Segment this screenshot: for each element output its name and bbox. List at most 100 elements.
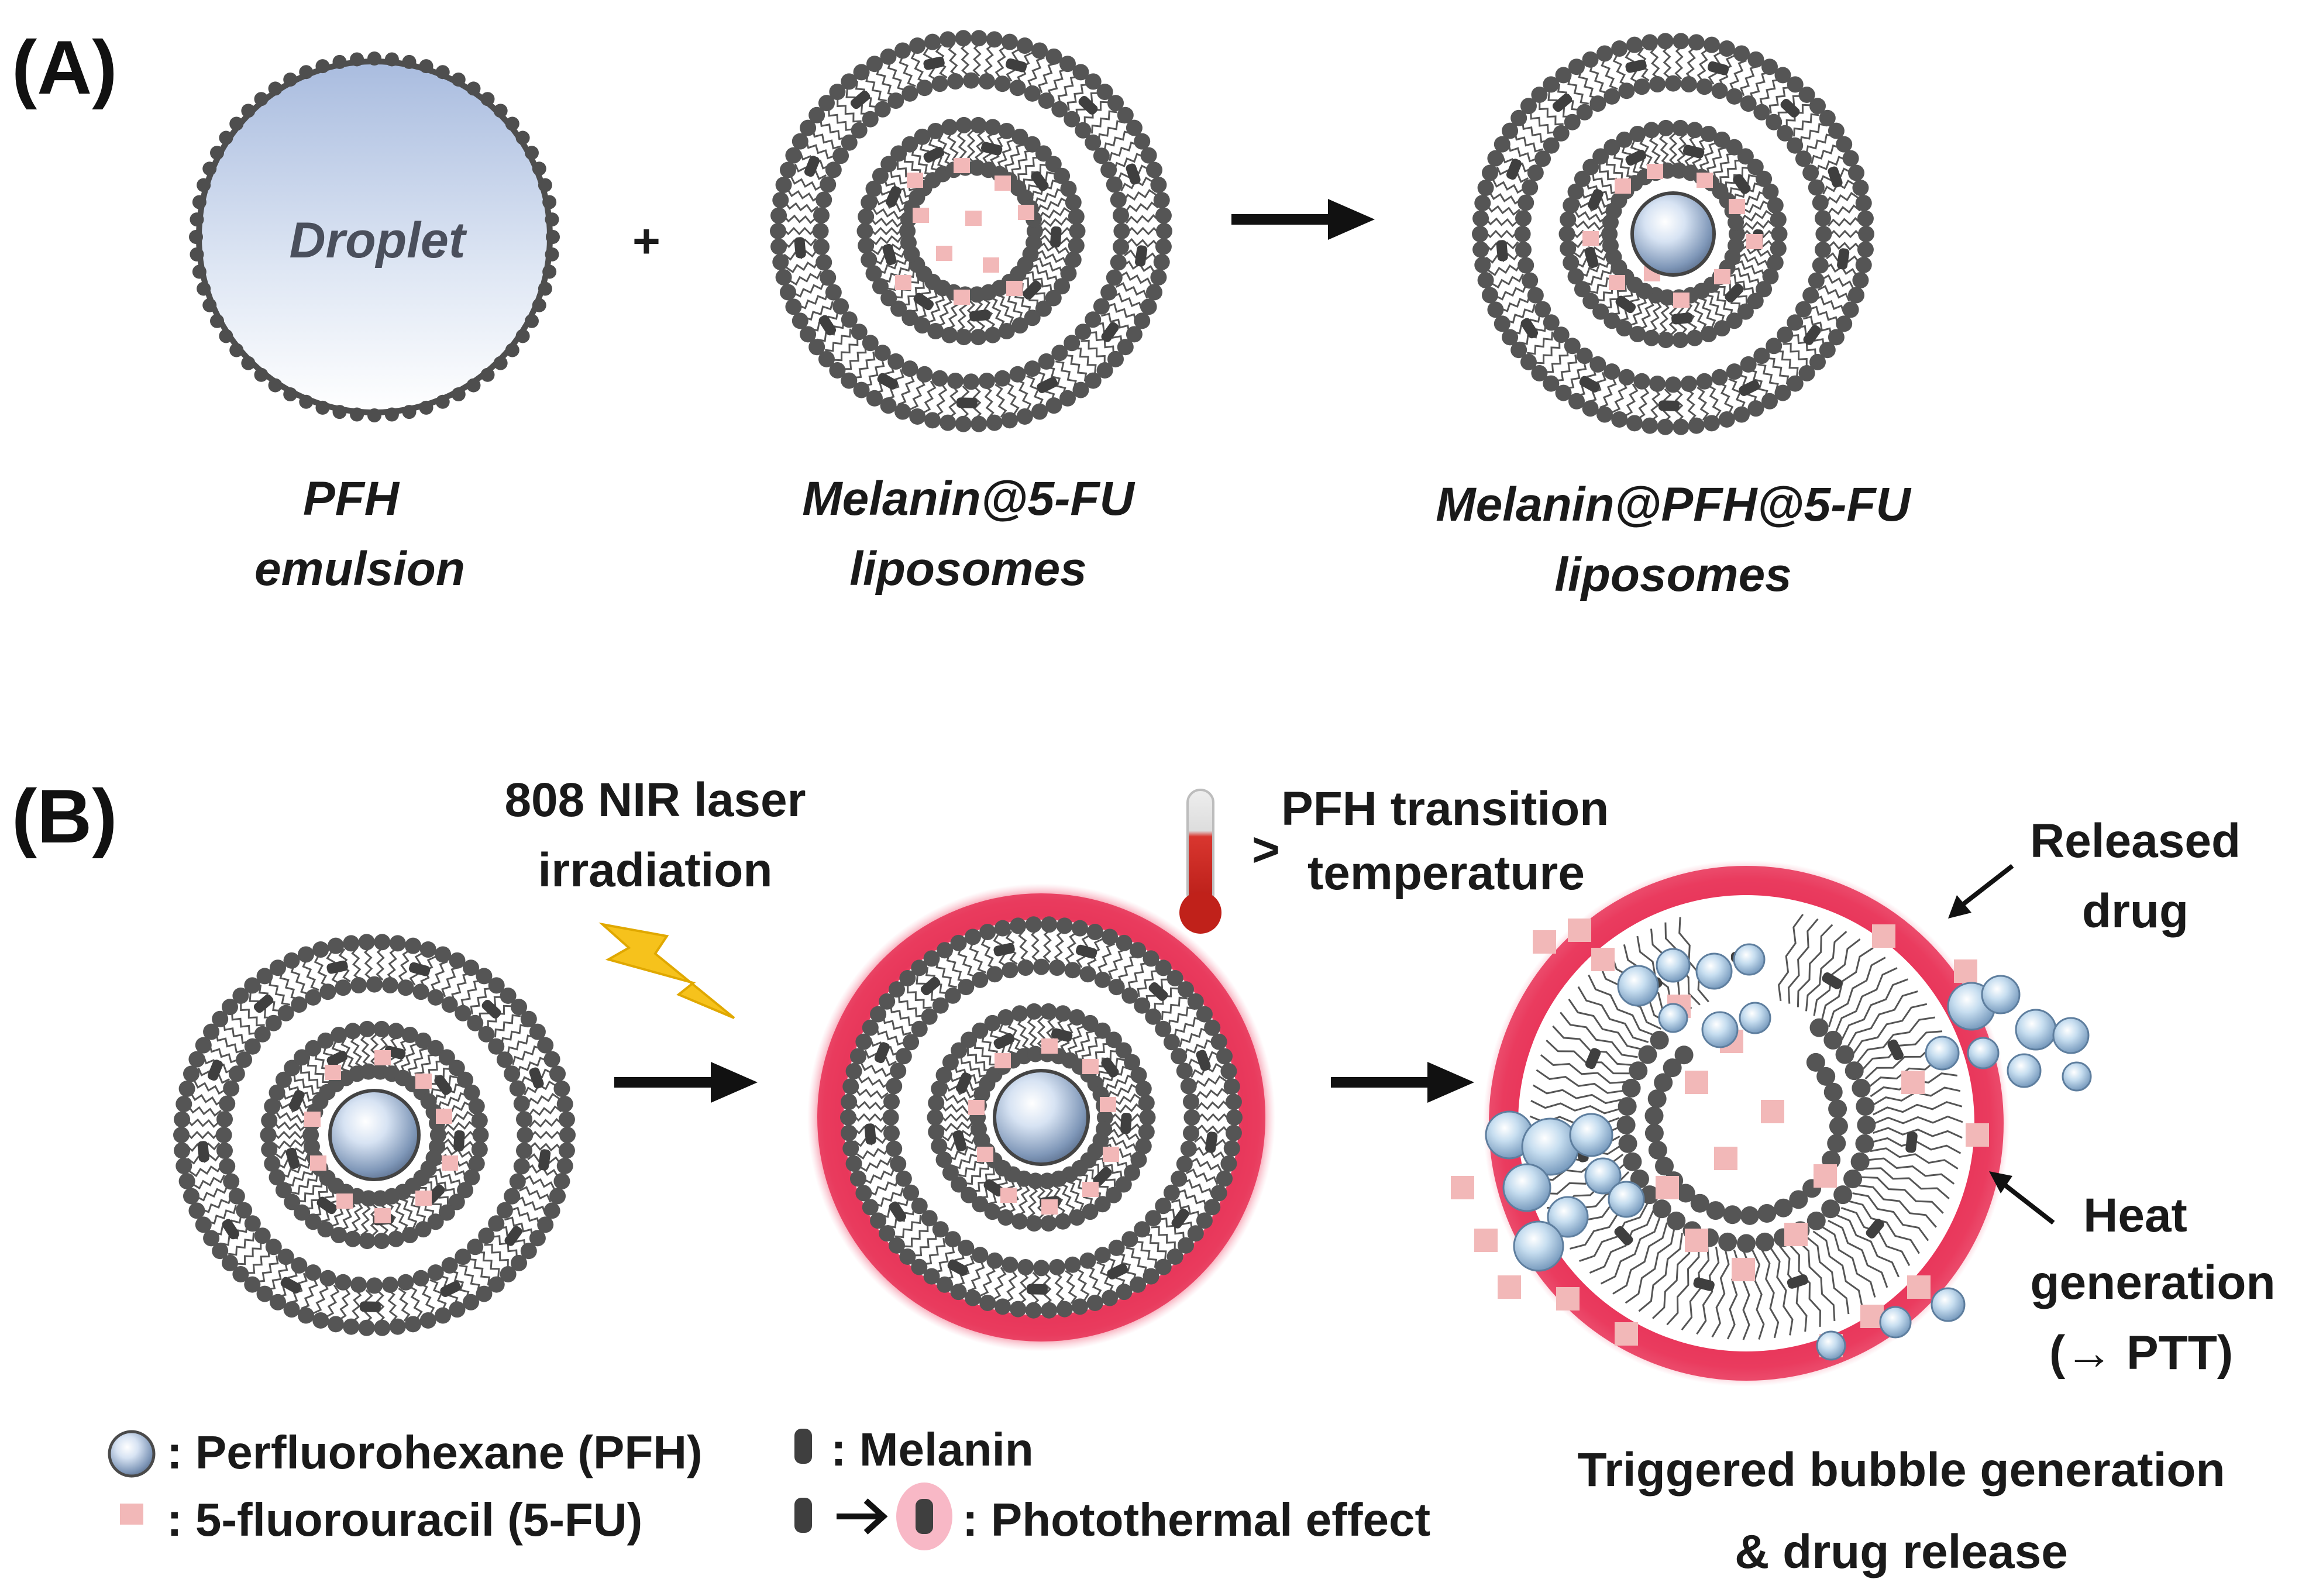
lipid-tail: [805, 139, 836, 160]
lipid-head: [931, 75, 948, 92]
lipid-tail: [1521, 121, 1550, 143]
droplet-edge-bead: [241, 356, 256, 370]
lipid-head: [236, 1202, 253, 1219]
lipid-head: [1520, 353, 1537, 370]
lipid-head: [203, 1230, 220, 1247]
lipid-head: [1633, 78, 1650, 95]
lipid-tail: [1530, 1100, 1620, 1115]
droplet-edge-bead: [384, 52, 399, 67]
droplet-edge-bead: [210, 146, 225, 160]
arrow-right-icon: [1231, 199, 1375, 240]
lipid-head: [815, 254, 832, 271]
lipid-head: [880, 290, 897, 307]
lipid-head: [927, 1109, 944, 1126]
lipid-tail: [1057, 75, 1079, 105]
lipid-head: [978, 73, 995, 90]
lipid-head: [449, 1301, 466, 1318]
lipid-head: [176, 1096, 192, 1113]
lipid-tail: [819, 118, 848, 140]
lipid-head: [845, 1155, 862, 1172]
lipid-head: [467, 1014, 484, 1031]
lipid-head: [1155, 1258, 1172, 1275]
lipid-tail: [875, 1026, 906, 1046]
photothermal-ring: [817, 893, 1265, 1342]
lipid-tail: [360, 1202, 371, 1237]
lipid-tail: [1125, 214, 1160, 224]
lipid-head: [1010, 917, 1027, 934]
lipid-tail: [1852, 1192, 1929, 1241]
lipid-tail: [431, 960, 448, 993]
pfh-caption-2: emulsion: [254, 542, 465, 596]
laser-label-2: irradiation: [538, 844, 773, 897]
lipid-tail: [1685, 46, 1697, 81]
melanin-particle: [1682, 145, 1705, 159]
lipid-tail: [1813, 295, 1845, 314]
droplet-edge-bead: [419, 59, 433, 74]
lipid-tail: [1143, 1234, 1167, 1260]
lipid-tail: [526, 1092, 560, 1106]
lipid-head: [970, 116, 987, 133]
lipid-tail: [784, 201, 818, 213]
lipid-head: [1033, 958, 1050, 975]
lipid-tail: [1726, 274, 1754, 297]
lipid-head: [331, 1026, 347, 1043]
lipid-head: [1842, 301, 1859, 318]
lipid-head: [931, 1081, 948, 1098]
lipid-tail: [185, 1130, 220, 1140]
melanin-particle: [1552, 93, 1572, 112]
lipid-tail: [1873, 1127, 1963, 1139]
lipid-head: [829, 362, 846, 379]
melanin-particle: [923, 146, 945, 163]
lipid-tail: [1577, 986, 1649, 1043]
lipid-head: [932, 997, 949, 1014]
lipid-tail: [1181, 1179, 1213, 1197]
lipid-tail: [1137, 969, 1160, 998]
lipid-tail: [863, 357, 885, 387]
5fu-drug-particle: [1966, 1123, 1989, 1147]
heat-label-2: generation: [2030, 1256, 2275, 1309]
lipid-head: [1766, 113, 1783, 130]
lipid-head: [1823, 1030, 1843, 1050]
lipid-head: [1094, 1022, 1111, 1039]
lipid-tail: [890, 168, 918, 191]
melanin-particle: [197, 1141, 209, 1162]
lipid-head: [1024, 309, 1041, 326]
lipid-head: [1611, 411, 1628, 428]
lipid-head: [1135, 1081, 1152, 1098]
lipid-head: [297, 946, 314, 963]
lipid-tail: [948, 384, 959, 419]
lipid-head: [1069, 223, 1086, 239]
lipid-head: [415, 1032, 432, 1049]
lipid-head: [1106, 176, 1123, 193]
5fu-drug-particle: [995, 176, 1011, 191]
lipid-head: [1808, 272, 1825, 289]
lipid-head: [269, 1169, 285, 1186]
lipid-tail: [1042, 928, 1052, 963]
5fu-drug-particle: [1474, 1229, 1498, 1252]
lipid-head: [1704, 36, 1721, 53]
lipid-head: [1134, 1221, 1151, 1238]
pfh-core: [993, 1069, 1090, 1166]
droplet-edge-bead: [197, 178, 211, 192]
5fu-drug-particle: [1954, 959, 1977, 983]
lipid-tail: [350, 1034, 364, 1068]
lipid-tail: [852, 351, 876, 379]
lipid-tail: [1864, 1167, 1950, 1200]
lipid-tail: [1649, 300, 1662, 333]
lipid-tail: [1486, 204, 1520, 216]
lipid-head: [1531, 87, 1548, 104]
lipid-tail: [220, 1223, 248, 1246]
5fu-drug-particle: [1451, 1176, 1474, 1199]
lipid-tail: [887, 60, 906, 91]
lipid-head: [955, 30, 972, 47]
melanin-particle: [1693, 1277, 1715, 1291]
legend-melanin-icon: [794, 1429, 812, 1464]
lipid-tail: [910, 377, 925, 411]
lipid-head: [1110, 191, 1127, 208]
droplet-edge-bead: [493, 104, 508, 118]
lipid-head: [265, 1239, 282, 1256]
lipid-head: [405, 937, 422, 954]
lipid-tail: [517, 1057, 548, 1075]
lipid-head: [772, 192, 789, 209]
